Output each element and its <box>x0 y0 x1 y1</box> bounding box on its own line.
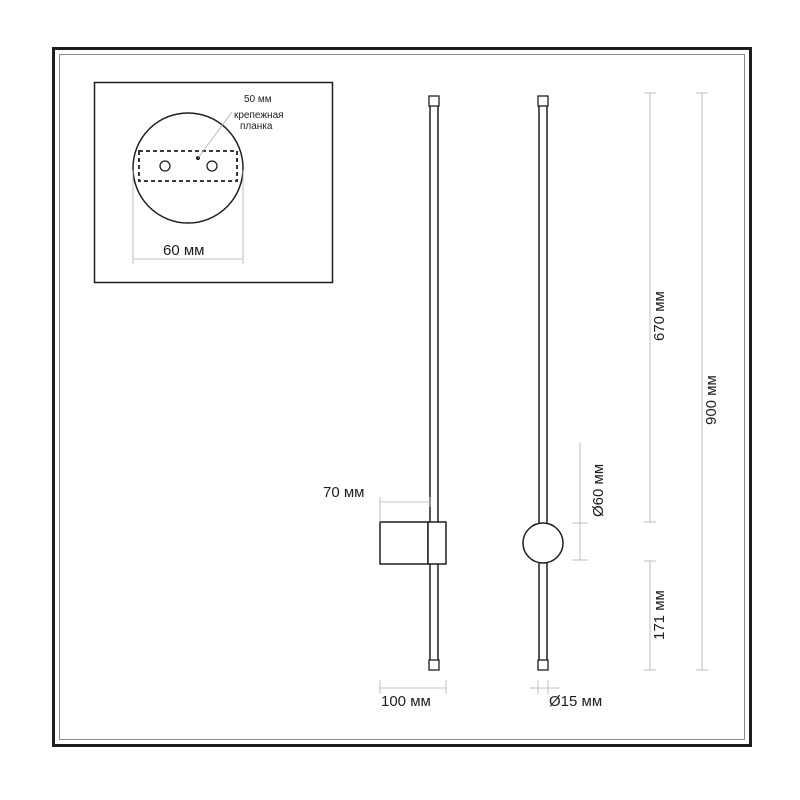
plate-leader-line <box>197 111 233 159</box>
total-length-label: 900 мм <box>703 375 720 425</box>
side-base-holder <box>427 521 447 565</box>
side-view: 70 мм 100 мм <box>323 95 447 710</box>
offset-label: 70 мм <box>323 484 364 501</box>
base-disc-front <box>132 112 244 224</box>
disc-diameter-label: Ø60 мм <box>590 464 607 517</box>
mounting-plate-outline <box>138 150 238 182</box>
inset-frame <box>93 81 334 284</box>
side-bottom-cap <box>428 659 440 671</box>
inner-frame <box>59 54 745 740</box>
length-dimensions: 670 мм 171 мм 900 мм <box>644 92 720 671</box>
outer-frame <box>52 47 752 747</box>
base-diameter-label: 60 мм <box>163 242 204 259</box>
front-bottom-cap <box>537 659 549 671</box>
lower-length-label: 171 мм <box>651 590 668 640</box>
screw-hole-right <box>206 160 218 172</box>
screw-hole-left <box>159 160 171 172</box>
plate-name-line1: крепежная <box>234 110 284 121</box>
tube-diameter-label: Ø15 мм <box>549 693 602 710</box>
depth-label: 100 мм <box>381 693 431 710</box>
upper-length-label: 670 мм <box>651 291 668 341</box>
side-top-cap <box>428 95 440 107</box>
front-base-disc <box>522 522 564 564</box>
side-base-body <box>379 521 429 565</box>
plate-dim-label: 50 мм <box>244 94 272 105</box>
front-top-cap <box>537 95 549 107</box>
front-view: Ø60 мм Ø15 мм <box>522 95 607 710</box>
plate-name-line2: планка <box>240 121 273 132</box>
mounting-plate-inset: 50 мм крепежная планка 60 мм <box>93 81 334 284</box>
